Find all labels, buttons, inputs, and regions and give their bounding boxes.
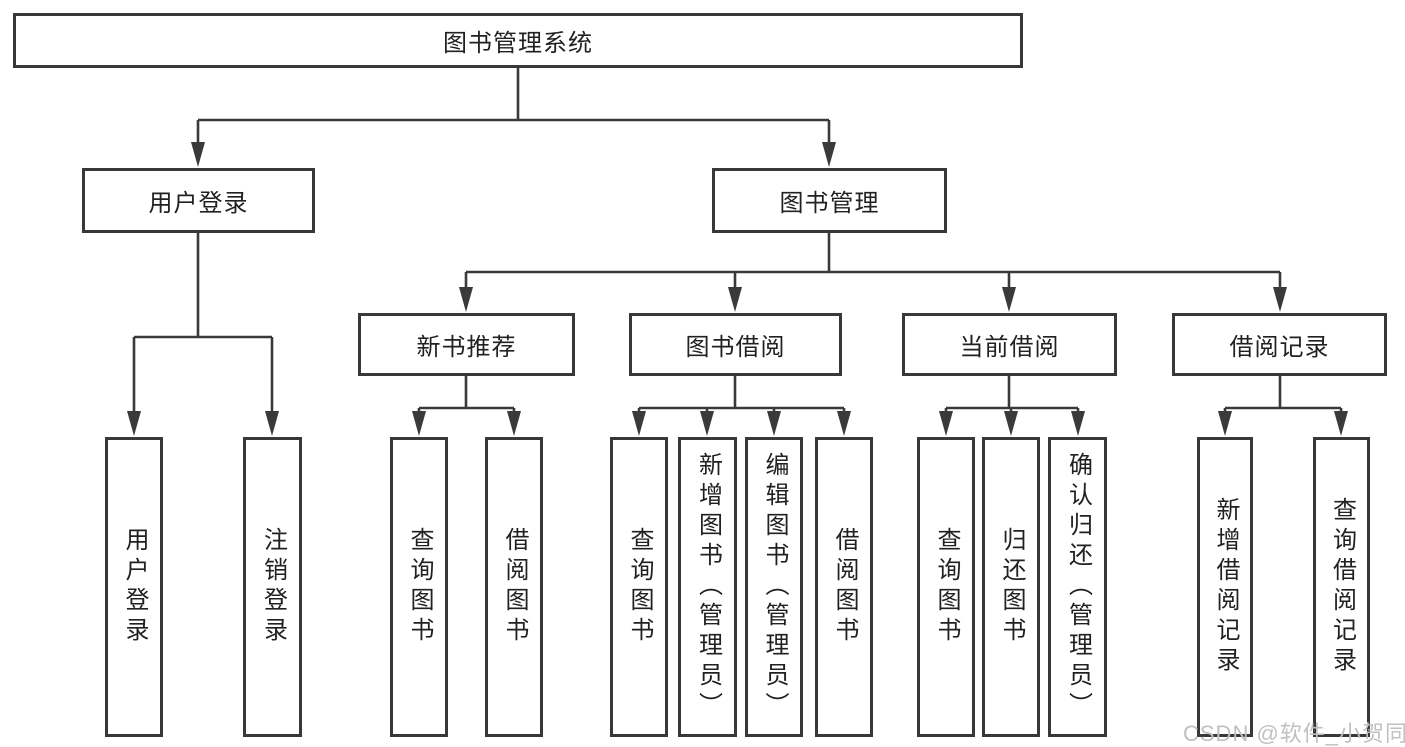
leaf-label: 查询图书 [406,527,433,647]
leaf-return-books: 归还图书 [982,437,1040,737]
node-user-login: 用户登录 [82,168,315,233]
leaf-borrow-books: 借阅图书 [485,437,543,737]
leaf-label: 新增图书（管理员） [694,452,722,722]
node-book-management: 图书管理 [712,168,947,233]
node-library-management-system: 图书管理系统 [13,13,1023,68]
node-book-borrowing: 图书借阅 [629,313,842,376]
leaf-confirm-return-admin: 确认归还（管理员） [1048,437,1107,737]
leaf-label: 借阅图书 [501,527,528,647]
leaf-query-borrow-record: 查询借阅记录 [1313,437,1370,737]
leaf-label: 新增借阅记录 [1212,497,1239,677]
node-new-book-recommendation: 新书推荐 [358,313,575,376]
leaf-label: 注销登录 [259,527,287,647]
leaf-add-books-admin: 新增图书（管理员） [678,437,737,737]
leaf-query-books: 查询图书 [917,437,975,737]
leaf-label: 查询借阅记录 [1328,497,1356,677]
leaf-logout: 注销登录 [243,437,302,737]
leaf-query-books: 查询图书 [390,437,448,737]
node-current-borrowing: 当前借阅 [902,313,1117,376]
leaf-query-books: 查询图书 [610,437,668,737]
leaf-edit-books-admin: 编辑图书（管理员） [745,437,803,737]
leaf-borrow-books: 借阅图书 [815,437,873,737]
leaf-user-login: 用户登录 [105,437,163,737]
leaf-label: 查询图书 [933,527,960,647]
leaf-label: 编辑图书（管理员） [761,452,788,722]
leaf-label: 查询图书 [626,527,653,647]
csdn-watermark: CSDN @软件_小贺同学 [1183,721,1405,746]
leaf-label: 用户登录 [121,527,148,647]
leaf-label: 归还图书 [998,527,1025,647]
node-borrowing-records: 借阅记录 [1172,313,1387,376]
leaf-add-borrow-record: 新增借阅记录 [1197,437,1253,737]
leaf-label: 借阅图书 [831,527,858,647]
leaf-label: 确认归还（管理员） [1064,452,1092,722]
